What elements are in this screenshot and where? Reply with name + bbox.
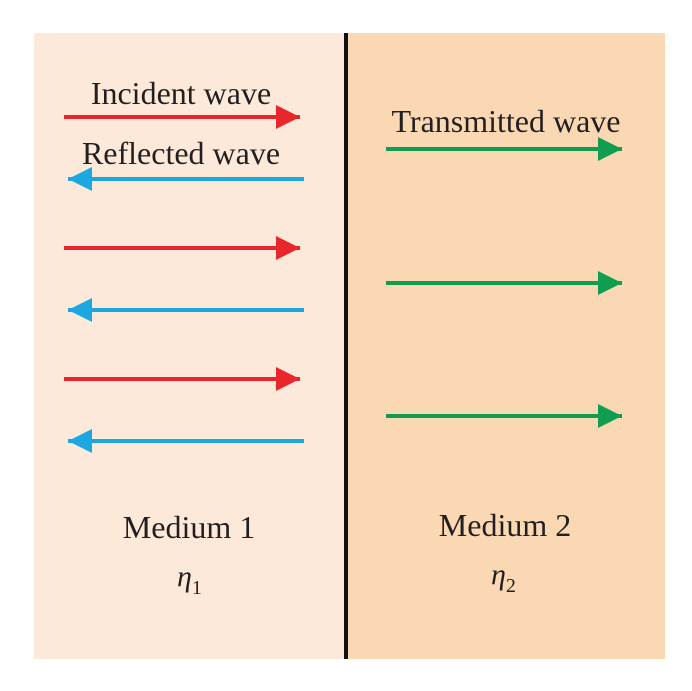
medium-1-impedance: η1 [177, 560, 202, 599]
medium-1-region [34, 33, 347, 659]
transmitted-wave-label: Transmitted wave [391, 103, 620, 139]
incident-wave-label: Incident wave [91, 75, 271, 111]
eta-symbol: η [177, 560, 192, 593]
reflected-wave-label: Reflected wave [82, 135, 280, 171]
medium-2-impedance: η2 [491, 558, 516, 597]
eta-subscript: 2 [506, 575, 516, 597]
medium-1-label: Medium 1 [123, 509, 255, 545]
medium-2-label: Medium 2 [439, 507, 571, 543]
eta-symbol: η [491, 558, 506, 591]
eta-subscript: 1 [192, 577, 202, 599]
